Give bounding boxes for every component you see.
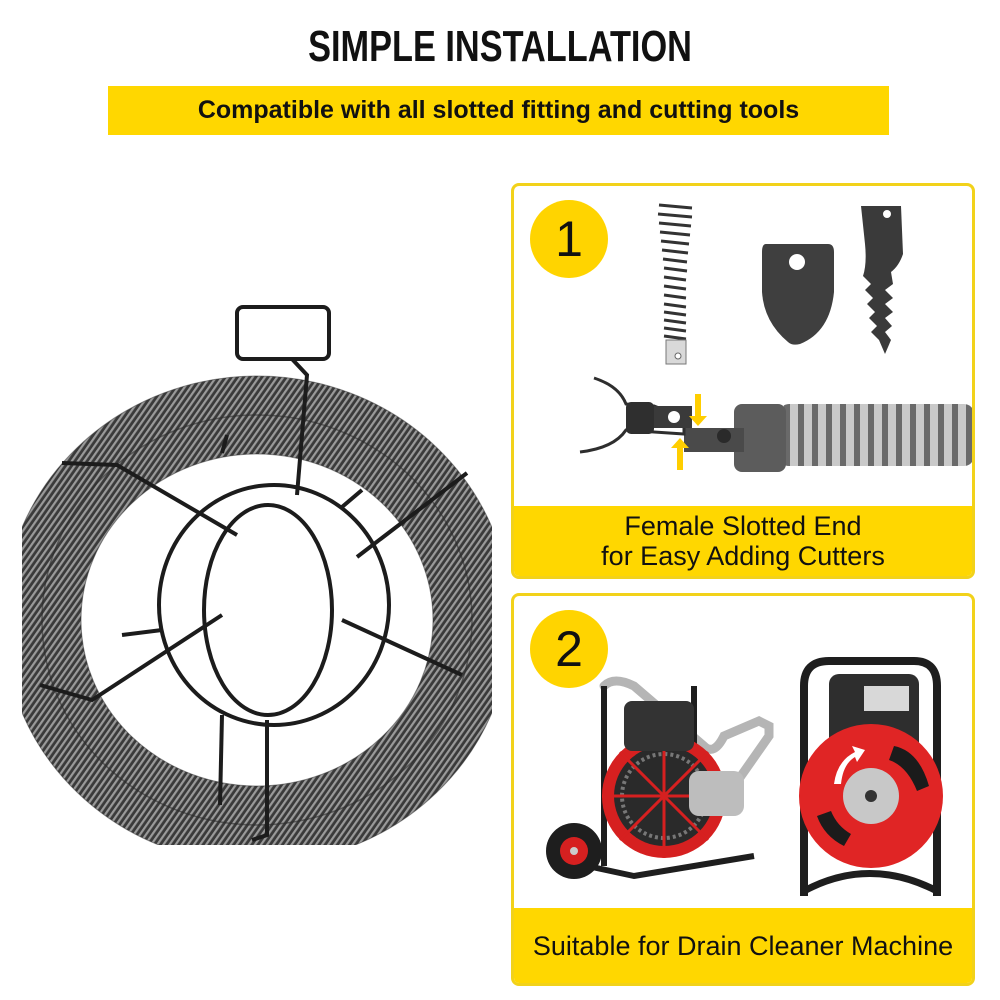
caption-text: Suitable for Drain Cleaner Machine bbox=[532, 930, 954, 961]
spring-head-cutter-icon bbox=[657, 203, 693, 365]
step-badge-2: 2 bbox=[530, 610, 608, 688]
caption-line-2: for Easy Adding Cutters bbox=[601, 541, 885, 571]
drain-cleaner-machine-wheeled-icon bbox=[546, 676, 774, 880]
funnel-saw-cutter-icon bbox=[861, 206, 903, 354]
drain-cleaner-machine-drum-icon bbox=[799, 657, 943, 896]
subtitle-text: Compatible with all slotted fitting and … bbox=[197, 96, 800, 124]
drain-cable-coil-icon bbox=[22, 305, 492, 845]
panel-2-caption: Suitable for Drain Cleaner Machine bbox=[514, 908, 972, 983]
caption-line-1: Female Slotted End bbox=[624, 511, 862, 541]
headline: SIMPLE INSTALLATION bbox=[308, 22, 692, 71]
slotted-connector-icon bbox=[579, 376, 972, 472]
panel-female-slotted-end: 1 Female Slotted End bbox=[511, 183, 975, 579]
subtitle-banner: Compatible with all slotted fitting and … bbox=[108, 86, 889, 135]
panel-drain-cleaner-machine: 2 Suitable for Drain Cleaner Machine bbox=[511, 593, 975, 986]
step-badge-1: 1 bbox=[530, 200, 608, 278]
spade-cutter-icon bbox=[762, 244, 834, 345]
panel-1-caption: Female Slotted End for Easy Adding Cutte… bbox=[514, 506, 972, 576]
